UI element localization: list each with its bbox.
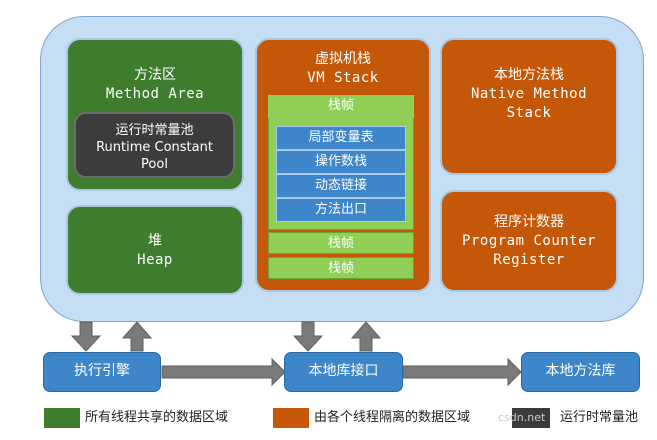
arrow-down-execution-engine xyxy=(70,321,102,352)
heap: 堆 Heap xyxy=(66,205,244,295)
native-method-stack-title-en-2: Stack xyxy=(506,105,552,121)
runtime-constant-pool-title-en-2: Pool xyxy=(141,157,168,172)
execution-engine: 执行引擎 xyxy=(43,352,161,392)
legend-label-constant-pool: 运行时常量池 xyxy=(560,410,639,425)
heap-title-cn: 堆 xyxy=(148,233,162,249)
frame-item-return-address: 方法出口 xyxy=(276,198,406,222)
stack-frame-2: 栈帧 xyxy=(268,232,414,254)
runtime-constant-pool-title-en-1: Runtime Constant xyxy=(96,140,213,155)
arrow-right-to-native-library xyxy=(402,357,522,387)
vm-stack-title-en: VM Stack xyxy=(307,70,379,86)
native-method-stack-title-en-1: Native Method xyxy=(470,86,588,102)
vm-stack-title-cn: 虚拟机栈 xyxy=(315,51,371,67)
legend-swatch-constant-pool xyxy=(512,408,550,428)
frame-item-operand-stack: 操作数栈 xyxy=(276,150,406,174)
program-counter-title-en-2: Register xyxy=(493,252,565,268)
stack-frame-top: 栈帧 xyxy=(268,95,414,118)
heap-title-en: Heap xyxy=(137,252,173,268)
watermark: csdn.net xyxy=(498,411,546,424)
arrow-up-execution-engine xyxy=(121,321,153,352)
method-area-title-cn: 方法区 xyxy=(134,67,176,83)
stack-frame-3: 栈帧 xyxy=(268,257,414,279)
method-area-title-en: Method Area xyxy=(105,86,205,102)
legend-label-shared: 所有线程共享的数据区域 xyxy=(85,410,229,425)
arrow-down-native-interface xyxy=(292,321,324,352)
arrow-up-native-interface xyxy=(350,321,382,352)
program-counter-title-cn: 程序计数器 xyxy=(494,214,564,230)
legend-swatch-shared xyxy=(44,408,80,428)
frame-item-dynamic-linking: 动态链接 xyxy=(276,174,406,198)
arrow-right-to-native-interface xyxy=(161,357,286,387)
native-method-stack: 本地方法栈 Native Method Stack xyxy=(440,38,618,175)
legend-label-thread-isolated: 由各个线程隔离的数据区域 xyxy=(314,410,471,425)
runtime-constant-pool-title-cn: 运行时常量池 xyxy=(115,123,194,138)
program-counter-title-en-1: Program Counter xyxy=(462,233,596,249)
native-method-stack-title-cn: 本地方法栈 xyxy=(494,67,564,83)
program-counter-register: 程序计数器 Program Counter Register xyxy=(440,190,618,292)
native-method-library: 本地方法库 xyxy=(521,352,640,392)
frame-item-local-variables: 局部变量表 xyxy=(276,126,406,150)
runtime-constant-pool: 运行时常量池 Runtime Constant Pool xyxy=(74,112,235,178)
native-interface: 本地库接口 xyxy=(284,352,403,392)
legend-swatch-thread-isolated xyxy=(273,408,309,428)
